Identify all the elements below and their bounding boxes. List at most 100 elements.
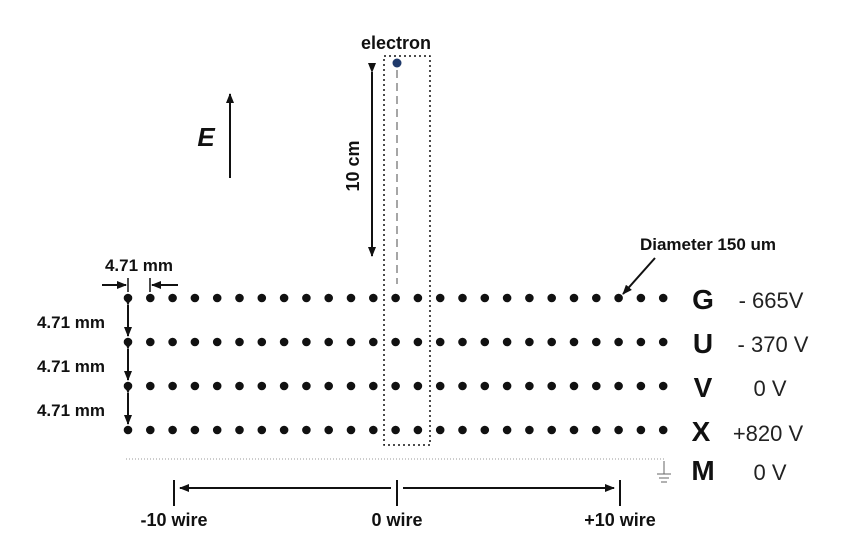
wire-x--12 xyxy=(123,425,133,435)
wire-u--9 xyxy=(190,337,200,347)
wire-u--3 xyxy=(324,337,334,347)
plane-name-m: M xyxy=(691,455,714,486)
wire-v-7 xyxy=(547,381,556,391)
wire-x--1 xyxy=(369,425,378,435)
wire-v--4 xyxy=(302,381,311,391)
wire-v--10 xyxy=(168,381,177,391)
wire-g-8 xyxy=(569,293,579,303)
wire-x-5 xyxy=(502,425,512,435)
wire-planes xyxy=(123,293,668,435)
wire-x--4 xyxy=(302,425,311,435)
plane-gap-label-3: 4.71 mm xyxy=(37,401,105,420)
plane-name-x: X xyxy=(692,416,711,447)
wire-g--12 xyxy=(123,293,133,303)
wire-x-4 xyxy=(480,425,490,435)
ground-icon xyxy=(657,461,671,483)
wire-v-9 xyxy=(592,381,601,391)
wire-u--7 xyxy=(235,337,244,347)
wire-v--7 xyxy=(235,381,244,391)
wire-u-1 xyxy=(413,337,423,347)
wire-x-2 xyxy=(435,425,445,435)
wire-x--6 xyxy=(257,425,267,435)
wire-u-10 xyxy=(614,337,623,347)
wire-label-minus: -10 wire xyxy=(140,510,207,530)
plane-voltage-g: - 665V xyxy=(739,288,804,313)
wire-g--4 xyxy=(302,293,311,303)
wire-g-1 xyxy=(413,293,423,303)
wire-label-zero: 0 wire xyxy=(371,510,422,530)
wire-u-0 xyxy=(391,337,400,347)
wire-g-0 xyxy=(391,293,400,303)
wire-g-12 xyxy=(658,293,668,303)
wire-g-2 xyxy=(435,293,445,303)
field-label: E xyxy=(197,122,215,152)
wire-g--8 xyxy=(212,293,222,303)
wire-v-2 xyxy=(435,381,445,391)
wire-x-11 xyxy=(636,425,646,435)
wire-g-9 xyxy=(592,293,601,303)
wire-g-4 xyxy=(480,293,490,303)
wire-u-6 xyxy=(525,337,534,347)
wire-u-7 xyxy=(547,337,556,347)
plane-gap-label-2: 4.71 mm xyxy=(37,357,105,376)
wire-x--10 xyxy=(168,425,177,435)
wire-v--3 xyxy=(324,381,334,391)
wire-x-1 xyxy=(413,425,423,435)
drift-region-box xyxy=(383,55,431,446)
wire-x-8 xyxy=(569,425,579,435)
plane-voltage-u: - 370 V xyxy=(738,332,809,357)
wire-v--2 xyxy=(346,381,356,391)
wire-v-8 xyxy=(569,381,579,391)
wire-v-1 xyxy=(413,381,423,391)
wire-label-plus: +10 wire xyxy=(584,510,656,530)
wire-u-12 xyxy=(658,337,668,347)
wire-g-3 xyxy=(458,293,467,303)
wire-u--11 xyxy=(146,337,155,347)
wire-v--11 xyxy=(146,381,155,391)
wire-u--1 xyxy=(369,337,378,347)
diameter-label: Diameter 150 um xyxy=(640,235,776,254)
wire-u--5 xyxy=(279,337,289,347)
wire-u--6 xyxy=(257,337,267,347)
plane-gap-label-1: 4.71 mm xyxy=(37,313,105,332)
wire-u--12 xyxy=(123,337,133,347)
wire-g--9 xyxy=(190,293,200,303)
plane-name-v: V xyxy=(694,372,713,403)
wire-x--3 xyxy=(324,425,334,435)
wire-g--3 xyxy=(324,293,334,303)
diameter-arrow xyxy=(622,257,656,295)
drift-length-label: 10 cm xyxy=(343,140,363,191)
wire-g-7 xyxy=(547,293,556,303)
wire-v--5 xyxy=(279,381,289,391)
electron-label: electron xyxy=(361,33,431,53)
plane-name-u: U xyxy=(693,328,713,359)
wire-x-3 xyxy=(458,425,467,435)
electron-dot xyxy=(392,58,402,68)
wire-u--2 xyxy=(346,337,356,347)
wire-u--10 xyxy=(168,337,177,347)
wire-v-11 xyxy=(636,381,646,391)
wire-v--9 xyxy=(190,381,200,391)
wire-v-3 xyxy=(458,381,467,391)
wire-v-6 xyxy=(525,381,534,391)
wire-g--7 xyxy=(235,293,244,303)
wire-x-6 xyxy=(525,425,534,435)
wire-g-11 xyxy=(636,293,646,303)
wire-g--5 xyxy=(279,293,289,303)
wire-x-0 xyxy=(391,425,400,435)
wire-x-9 xyxy=(592,425,601,435)
wire-x--7 xyxy=(235,425,244,435)
wire-v-10 xyxy=(614,381,623,391)
plane-voltage-x: +820 V xyxy=(733,421,804,446)
wire-x-12 xyxy=(658,425,668,435)
wire-v-5 xyxy=(502,381,512,391)
wire-g-5 xyxy=(502,293,512,303)
plane-voltage-v: 0 V xyxy=(753,376,786,401)
wire-x--8 xyxy=(212,425,222,435)
wire-v-12 xyxy=(658,381,668,391)
wire-g--6 xyxy=(257,293,267,303)
wire-g--1 xyxy=(369,293,378,303)
wire-pitch-label: 4.71 mm xyxy=(105,256,173,275)
wire-g--2 xyxy=(346,293,356,303)
wire-u--8 xyxy=(212,337,222,347)
